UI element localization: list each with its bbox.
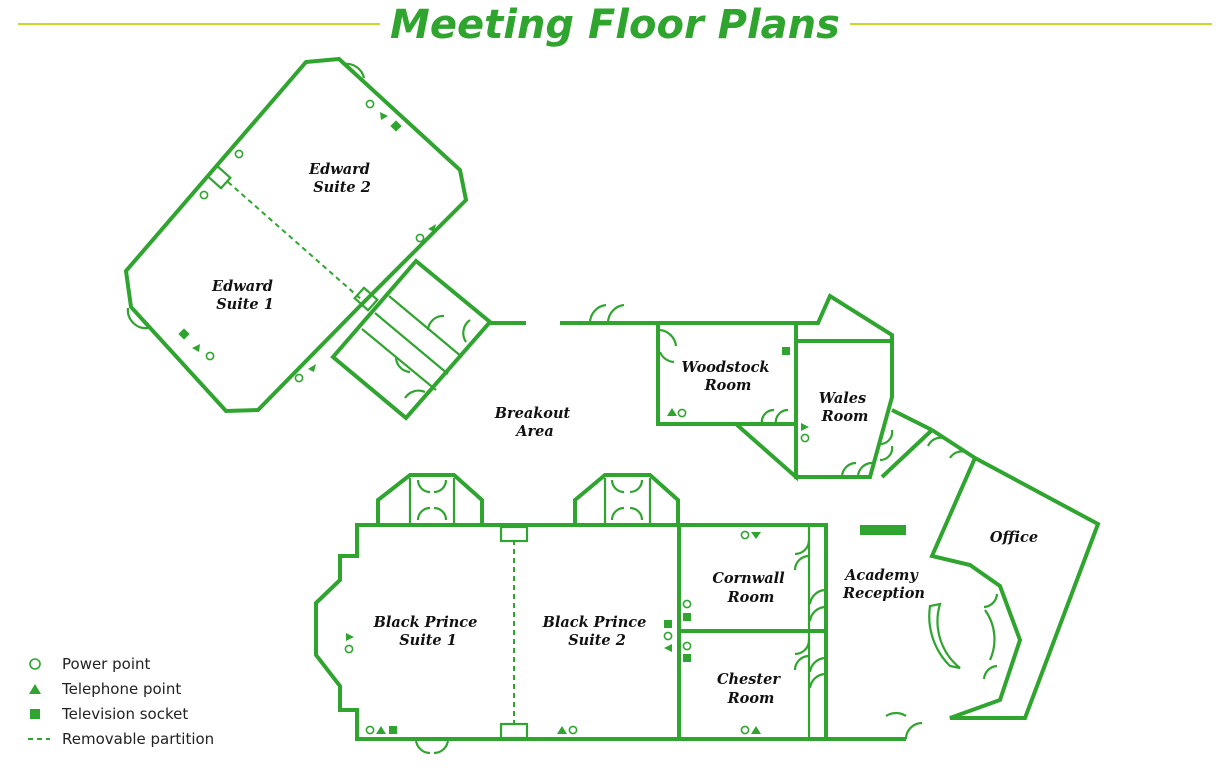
television-socket-icon xyxy=(664,620,672,628)
edward-suites xyxy=(123,56,469,414)
room-label-office: Office xyxy=(990,529,1038,546)
power-point-icon xyxy=(415,233,425,243)
room-label-chester-room: Chester Room xyxy=(717,671,785,707)
television-socket-icon xyxy=(683,613,691,621)
telephone-point-icon xyxy=(557,726,567,734)
telephone-point-icon xyxy=(667,408,677,416)
telephone-point-icon xyxy=(751,726,761,734)
television-socket-icon xyxy=(178,328,190,340)
telephone-point-icon xyxy=(192,344,200,352)
legend-label-television-socket: Television socket xyxy=(61,705,188,723)
page-title: Meeting Floor Plans xyxy=(390,2,840,48)
power-point-icon xyxy=(800,433,810,443)
telephone-point-icon xyxy=(428,224,436,232)
television-socket-icon xyxy=(30,709,40,719)
telephone-point-icon xyxy=(376,726,386,734)
telephone-point-icon xyxy=(380,112,388,120)
power-point-icon xyxy=(568,725,578,735)
power-point-icon xyxy=(294,373,304,383)
room-label-edward-suite-2: Edward Suite 2 xyxy=(308,161,375,196)
office-reception xyxy=(826,408,1101,741)
television-socket-icon xyxy=(390,120,402,132)
woodstock-wales xyxy=(656,293,894,482)
power-point-icon xyxy=(234,149,244,159)
edward-partition xyxy=(227,181,363,301)
television-socket-icon xyxy=(389,726,397,734)
legend: Power point Telephone point Television s… xyxy=(28,655,214,748)
vestibule xyxy=(330,258,493,421)
telephone-point-icon xyxy=(664,644,672,652)
power-point-icon xyxy=(740,725,750,735)
power-point-icon xyxy=(682,641,692,651)
power-point-icon xyxy=(29,658,41,670)
power-point-icon xyxy=(199,190,209,200)
power-point-icon xyxy=(682,599,692,609)
power-point-icon xyxy=(740,530,750,540)
telephone-point-icon xyxy=(308,364,316,372)
room-label-woodstock-room: Woodstock Room xyxy=(681,359,774,394)
power-point-icon xyxy=(677,408,687,418)
telephone-point-icon xyxy=(346,633,354,641)
legend-label-removable-partition: Removable partition xyxy=(62,730,214,748)
reception-desk xyxy=(860,525,906,535)
room-label-cornwall-room: Cornwall Room xyxy=(712,570,789,606)
power-point-icon xyxy=(365,725,375,735)
television-socket-icon xyxy=(683,654,691,662)
telephone-point-icon xyxy=(801,423,809,431)
telephone-point-icon xyxy=(29,684,41,694)
television-socket-icon xyxy=(782,347,790,355)
power-point-icon xyxy=(344,644,354,654)
room-label-black-prince-suite-2: Black Prince Suite 2 xyxy=(542,614,652,649)
lower-block xyxy=(314,473,828,755)
legend-label-power-point: Power point xyxy=(62,655,150,673)
legend-label-telephone-point: Telephone point xyxy=(61,680,181,698)
room-label-black-prince-suite-1: Black Prince Suite 1 xyxy=(373,614,483,649)
room-label-academy-reception: Academy Reception xyxy=(842,567,925,602)
room-label-edward-suite-1: Edward Suite 1 xyxy=(211,278,278,313)
telephone-point-icon xyxy=(751,532,761,539)
room-label-wales-room: Wales Room xyxy=(819,390,871,425)
power-point-icon xyxy=(365,99,375,109)
power-point-icon xyxy=(205,351,215,361)
power-point-icon xyxy=(663,631,673,641)
room-label-breakout-area: Breakout Area xyxy=(494,405,576,440)
